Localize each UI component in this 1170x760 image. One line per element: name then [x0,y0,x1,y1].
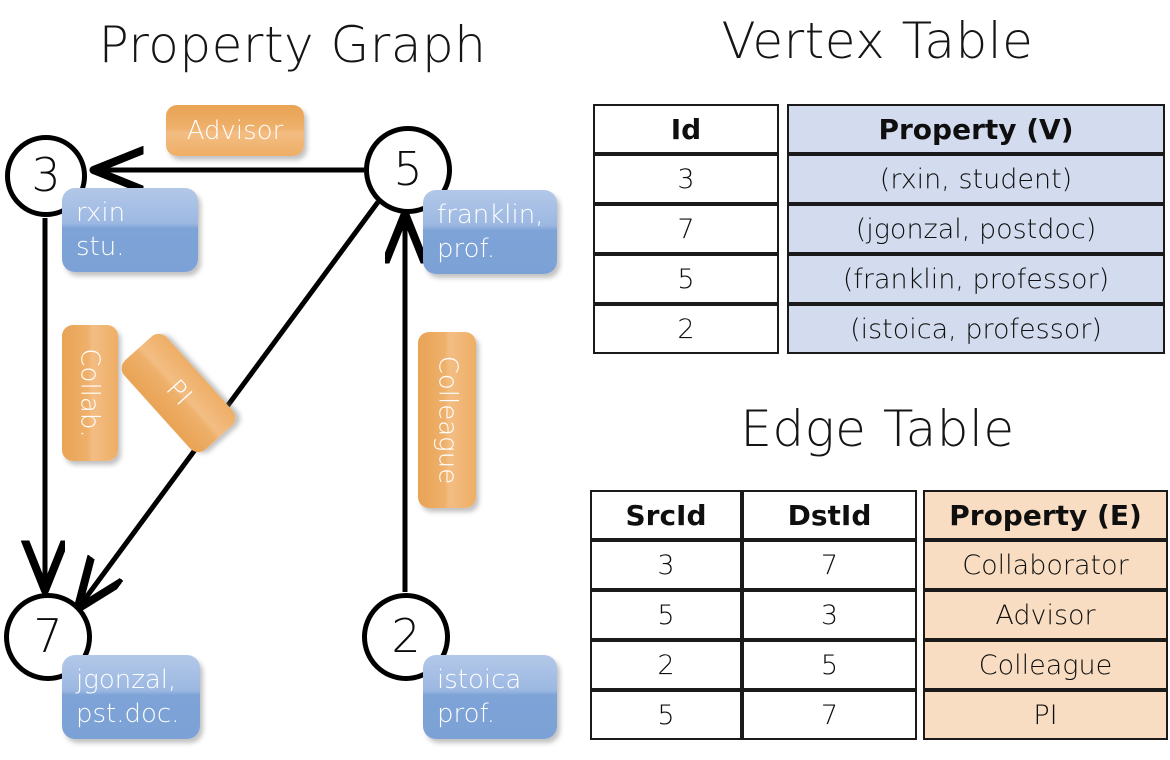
graph-edges-svg [0,0,585,760]
edge-row-3-property: PI [923,690,1168,740]
table-row: 2 5 Colleague [590,640,1168,690]
edge-row-3-src: 5 [590,690,742,740]
edge-row-2-property: Colleague [923,640,1168,690]
edge-table-header-row: SrcId DstId Property (E) [590,490,1168,540]
edge-label-pi-text: PI [159,374,198,412]
vertex-row-2-id: 5 [593,254,779,304]
vertex-row-0-property: (rxin, student) [787,154,1165,204]
graph-node-2[interactable]: 2 [362,593,450,681]
vertex-table-header-id: Id [593,104,779,154]
vertex-table-header-row: Id Property (V) [593,104,1165,154]
edge-label-colleague: Colleague [418,332,476,508]
vertex-table-column-gap [779,254,787,304]
page-title-edge-table: Edge Table [740,400,1015,458]
edge-label-collab-text: Collab. [75,348,105,438]
graph-node-7-label: 7 [33,609,63,663]
graph-node-2-property-box: istoica prof. [423,655,557,739]
table-row: 5 3 Advisor [590,590,1168,640]
edge-table: SrcId DstId Property (E) 3 7 Collaborato… [590,490,1168,740]
vertex-row-1-property: (jgonzal, postdoc) [787,204,1165,254]
vertex-table: Id Property (V) 3 (rxin, student) 7 (jgo… [593,104,1165,354]
graph-node-7-property-line-2: pst.doc. [76,699,180,729]
vertex-table-header-property: Property (V) [787,104,1165,154]
graph-node-5-property-box: franklin, prof. [423,190,557,274]
edge-table-header-dstid: DstId [742,490,917,540]
edge-row-3-dst: 7 [742,690,917,740]
graph-node-3-property-line-2: stu. [76,232,125,262]
vertex-row-0-id: 3 [593,154,779,204]
vertex-table-column-gap [779,104,787,154]
table-row: 5 (franklin, professor) [593,254,1165,304]
vertex-table-column-gap [779,204,787,254]
graph-node-2-property-line-2: prof. [437,699,496,729]
table-row: 5 7 PI [590,690,1168,740]
edge-row-0-dst: 7 [742,540,917,590]
edge-row-2-src: 2 [590,640,742,690]
edge-table-header-srcid: SrcId [590,490,742,540]
edge-5-to-7-pi [79,200,381,607]
edge-table-header-property: Property (E) [923,490,1168,540]
graph-node-3-property-box: rxin stu. [62,188,198,272]
graph-node-3-label: 3 [31,148,61,202]
property-graph-diagram: 3 5 7 2 rxin stu. franklin, prof. jgonza… [0,0,585,760]
graph-node-3-property-line-1: rxin [76,197,126,228]
graph-node-5-property-line-2: prof. [437,234,496,264]
graph-node-5-label: 5 [393,142,423,196]
edge-label-collab: Collab. [62,325,118,461]
edge-row-1-src: 5 [590,590,742,640]
edge-row-0-property: Collaborator [923,540,1168,590]
table-row: 7 (jgonzal, postdoc) [593,204,1165,254]
vertex-row-3-id: 2 [593,304,779,354]
vertex-row-1-id: 7 [593,204,779,254]
edge-row-0-src: 3 [590,540,742,590]
edge-row-2-dst: 5 [742,640,917,690]
edge-label-colleague-text: Colleague [432,355,463,485]
vertex-table-column-gap [779,154,787,204]
edge-row-1-property: Advisor [923,590,1168,640]
edge-row-1-dst: 3 [742,590,917,640]
graph-node-2-property-line-1: istoica [437,664,522,695]
graph-node-7-property-line-1: jgonzal, [76,664,177,695]
vertex-row-2-property: (franklin, professor) [787,254,1165,304]
table-row: 3 7 Collaborator [590,540,1168,590]
vertex-row-3-property: (istoica, professor) [787,304,1165,354]
table-row: 2 (istoica, professor) [593,304,1165,354]
edge-label-advisor-text: Advisor [186,115,284,146]
edge-label-advisor: Advisor [166,105,304,156]
graph-node-5-property-line-1: franklin, [437,199,544,230]
vertex-table-column-gap [779,304,787,354]
page-title-vertex-table: Vertex Table [721,12,1034,70]
graph-node-7-property-box: jgonzal, pst.doc. [62,655,200,739]
graph-node-2-label: 2 [391,609,421,663]
page-title-property-graph: Property Graph [98,16,487,74]
table-row: 3 (rxin, student) [593,154,1165,204]
